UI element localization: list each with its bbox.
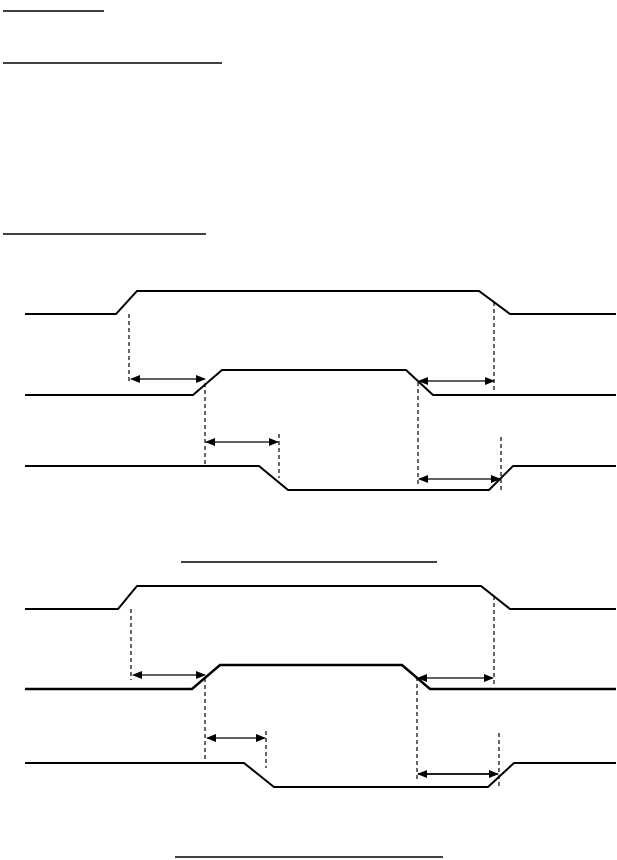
waveform-signal-2: [25, 369, 616, 396]
waveform-signal-3: [25, 465, 616, 491]
timing-diagram-1: [25, 290, 616, 491]
waveform-signal-1: [25, 585, 616, 610]
timing-diagram-2: [25, 585, 616, 788]
waveform-signal-1: [25, 290, 616, 315]
waveform-signal-3: [25, 762, 616, 788]
waveform-signal-2: [25, 663, 616, 691]
